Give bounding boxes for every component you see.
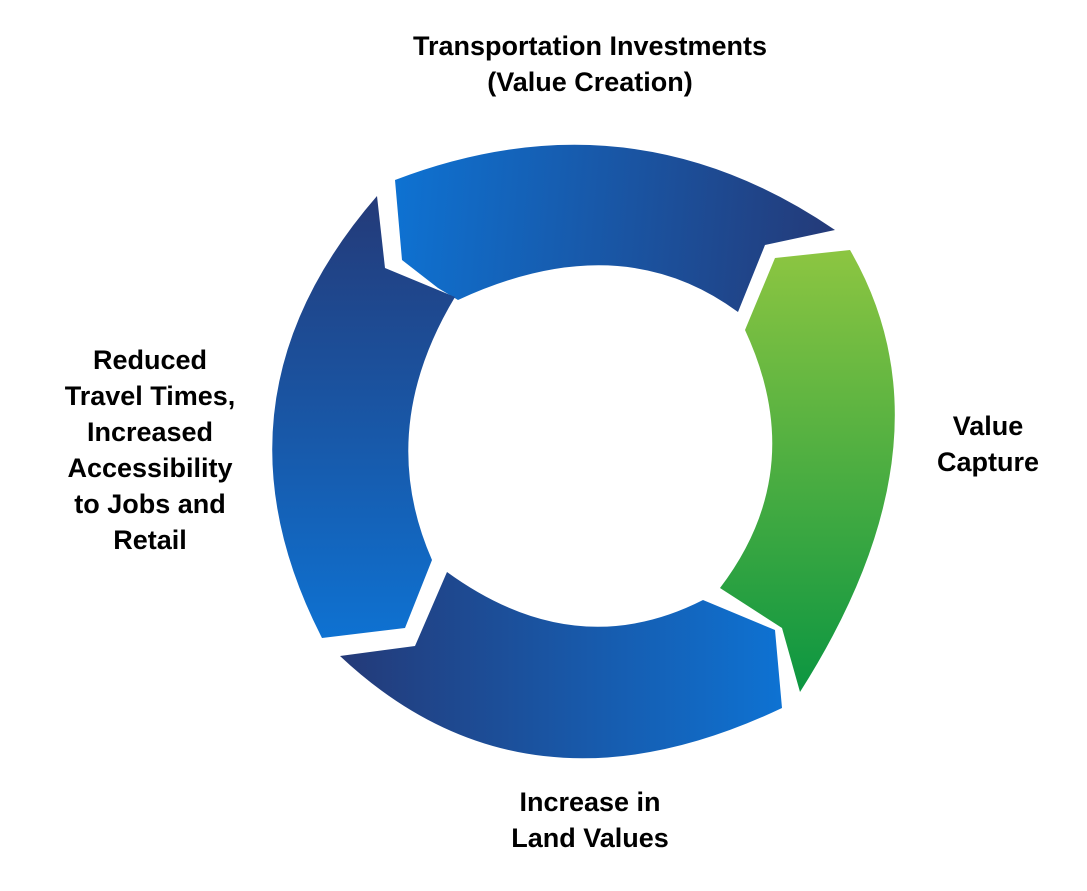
stage-label-transportation-investments: Transportation Investments (Value Creati…: [340, 28, 840, 100]
arrow-segment-bottom: [340, 572, 782, 759]
label-line: Value: [952, 411, 1024, 441]
arrow-segment-right: [720, 250, 895, 692]
label-line: Travel Times,: [64, 381, 236, 411]
arrow-segment-left: [272, 196, 455, 638]
arrow-segment-top: [395, 144, 835, 312]
label-line: Transportation Investments: [412, 31, 768, 61]
label-line: to Jobs and: [74, 489, 226, 519]
label-line: Reduced: [92, 345, 208, 375]
label-line: Retail: [113, 525, 187, 555]
stage-label-increase-land-values: Increase in Land Values: [440, 784, 740, 856]
label-line: (Value Creation): [487, 67, 693, 97]
stage-label-value-capture: Value Capture: [920, 408, 1056, 480]
label-line: Capture: [936, 447, 1039, 477]
label-line: Accessibility: [67, 453, 233, 483]
stage-label-reduced-travel-times: Reduced Travel Times, Increased Accessib…: [30, 342, 270, 558]
label-line: Increased: [86, 417, 214, 447]
label-line: Increase in: [519, 787, 661, 817]
label-line: Land Values: [511, 823, 669, 853]
